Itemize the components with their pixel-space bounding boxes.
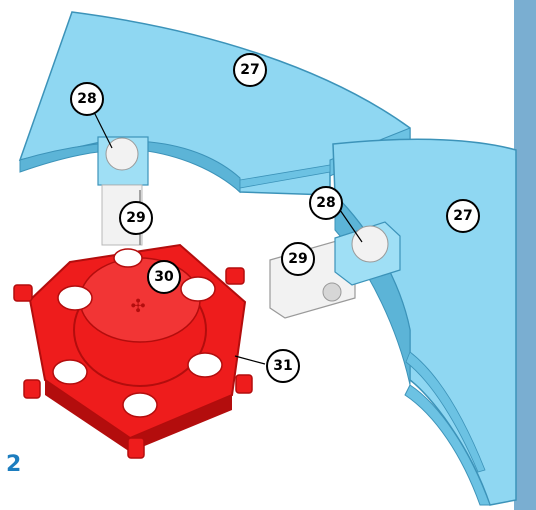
svg-text:28: 28 xyxy=(316,195,335,211)
svg-text:27: 27 xyxy=(240,62,259,78)
callout-29-upper: 29 xyxy=(120,202,152,234)
svg-text:29: 29 xyxy=(288,251,307,267)
svg-text:28: 28 xyxy=(77,91,96,107)
callout-28-right: 28 xyxy=(310,187,342,219)
svg-text:27: 27 xyxy=(453,208,472,224)
leader-31 xyxy=(235,356,265,364)
callout-30: 30 xyxy=(148,261,180,293)
callout-29-right: 29 xyxy=(282,243,314,275)
callout-27-upper: 27 xyxy=(234,54,266,86)
step-number: 2 xyxy=(6,452,21,477)
svg-text:✣: ✣ xyxy=(130,296,145,317)
callout-27-right: 27 xyxy=(447,200,479,232)
svg-text:29: 29 xyxy=(126,210,145,226)
svg-text:31: 31 xyxy=(273,358,292,374)
svg-text:30: 30 xyxy=(154,269,174,285)
callout-28-upper: 28 xyxy=(71,83,103,115)
arc-segment-right xyxy=(333,139,516,505)
callout-31: 31 xyxy=(267,350,299,382)
hub-part: ✣ xyxy=(14,245,252,458)
